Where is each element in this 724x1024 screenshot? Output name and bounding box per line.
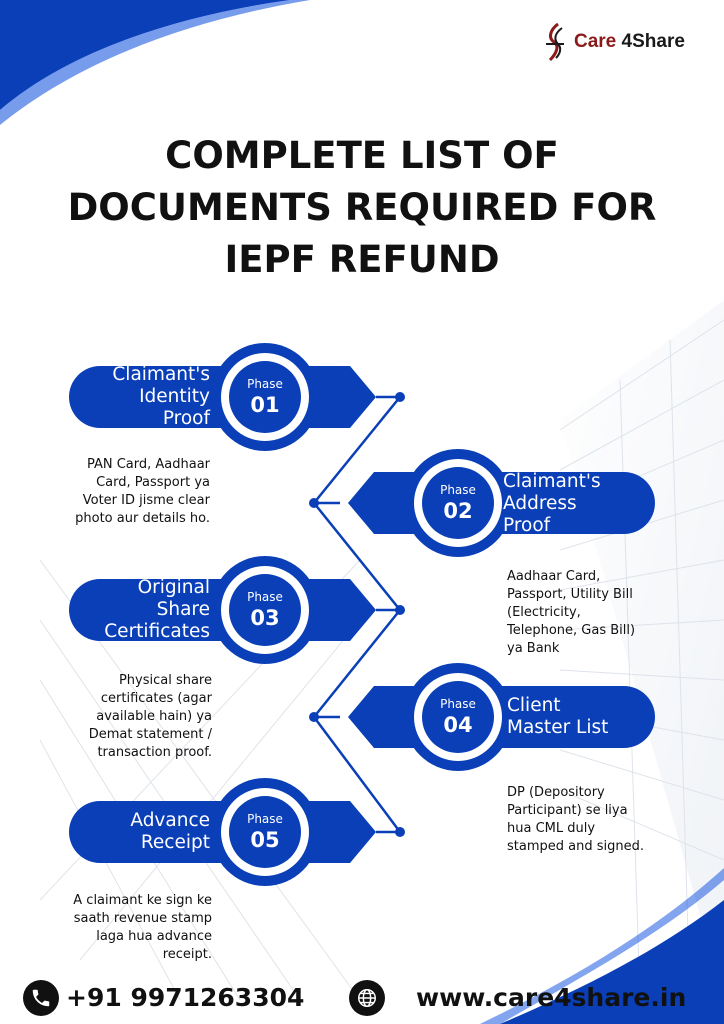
phase-05-graphic — [69, 778, 376, 886]
phase-05-description: A claimant ke sign ke saath revenue stam… — [73, 893, 212, 962]
timeline-dots — [309, 392, 405, 837]
phase-04-title: Client Master List — [507, 695, 609, 738]
phase-02-label: Phase — [440, 483, 476, 497]
phase-03-description: Physical share certificates (agar availa… — [88, 673, 212, 760]
phase-01-graphic — [69, 343, 376, 451]
phase-02-title: Claimant's Address Proof — [503, 471, 601, 536]
phase-01-title: Claimant's Identity Proof — [112, 364, 210, 429]
page-title: COMPLETE LIST OF DOCUMENTS REQUIRED FOR … — [0, 130, 724, 286]
phase-04-description: DP (Depository Participant) se liya hua … — [507, 785, 644, 854]
phase-03-number: 03 — [250, 606, 280, 630]
phase-04-label: Phase — [440, 697, 476, 711]
globe-icon — [358, 989, 376, 1007]
phase-03-title: Original Share Certificates — [104, 577, 210, 642]
phase-02-number: 02 — [443, 499, 473, 523]
phase-05-number: 05 — [250, 828, 280, 852]
phone-icon — [32, 989, 50, 1007]
phone-icon-circle — [23, 980, 59, 1016]
phase-03-graphic — [69, 556, 376, 664]
title-line-3: IEPF REFUND — [224, 238, 500, 281]
care4share-logo-icon — [546, 22, 564, 62]
bottom-right-swoosh — [500, 900, 724, 1024]
phone-number[interactable]: +91 9971263304 — [66, 983, 305, 1012]
phase-02-description: Aadhaar Card, Passport, Utility Bill (El… — [507, 569, 636, 656]
phase-02-graphic — [348, 449, 655, 557]
phase-01-label: Phase — [247, 377, 283, 391]
phase-01-description: PAN Card, Aadhaar Card, Passport ya Vote… — [75, 457, 210, 526]
phase-04-graphic — [348, 663, 655, 771]
brand-name: Care 4Share — [574, 31, 685, 52]
title-line-2: DOCUMENTS REQUIRED FOR — [67, 186, 657, 229]
brand-logo: Care 4Share — [544, 22, 685, 62]
title-line-1: COMPLETE LIST OF — [165, 134, 559, 177]
phase-04-number: 04 — [443, 713, 473, 737]
phase-03-label: Phase — [247, 590, 283, 604]
website-link[interactable]: www.care4share.in — [416, 983, 687, 1012]
phase-01-number: 01 — [250, 393, 280, 417]
phase-05-label: Phase — [247, 812, 283, 826]
top-left-swoosh — [0, 0, 290, 110]
phase-05-title: Advance Receipt — [130, 810, 210, 853]
